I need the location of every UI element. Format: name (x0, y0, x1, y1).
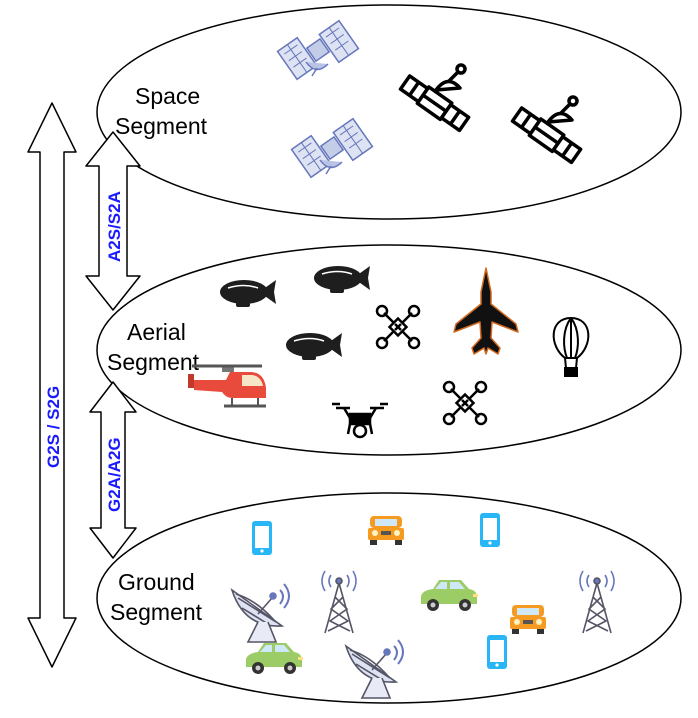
space-segment-label-line2: Segment (115, 113, 208, 139)
aerial-segment-label-line2: Segment (107, 349, 200, 375)
a2s-s2a-double-arrow (85, 131, 141, 311)
smartphone-icon (252, 521, 272, 555)
smartphone-icon (480, 513, 500, 547)
a2s-s2a-label: A2S/S2A (105, 191, 124, 262)
g2a-a2g-double-arrow (89, 381, 137, 559)
hot-air-balloon-icon (552, 316, 590, 377)
ground-segment-label-line2: Segment (110, 599, 203, 625)
ground-segment-label-line1: Ground (118, 569, 195, 595)
space-segment-ellipse (96, 4, 682, 220)
g2a-a2g-label: G2A/A2G (105, 437, 124, 512)
helicopter-icon (188, 364, 266, 408)
g2s-s2g-double-arrow (27, 102, 77, 668)
space-segment-label-line1: Space (135, 83, 200, 109)
g2s-s2g-label: G2S / S2G (44, 386, 63, 468)
smartphone-icon (487, 635, 507, 669)
fighter-jet-icon (453, 267, 519, 355)
camera-drone-icon (332, 402, 388, 439)
ground-segment-ellipse (96, 492, 682, 704)
aerial-segment-label-line1: Aerial (127, 319, 186, 345)
